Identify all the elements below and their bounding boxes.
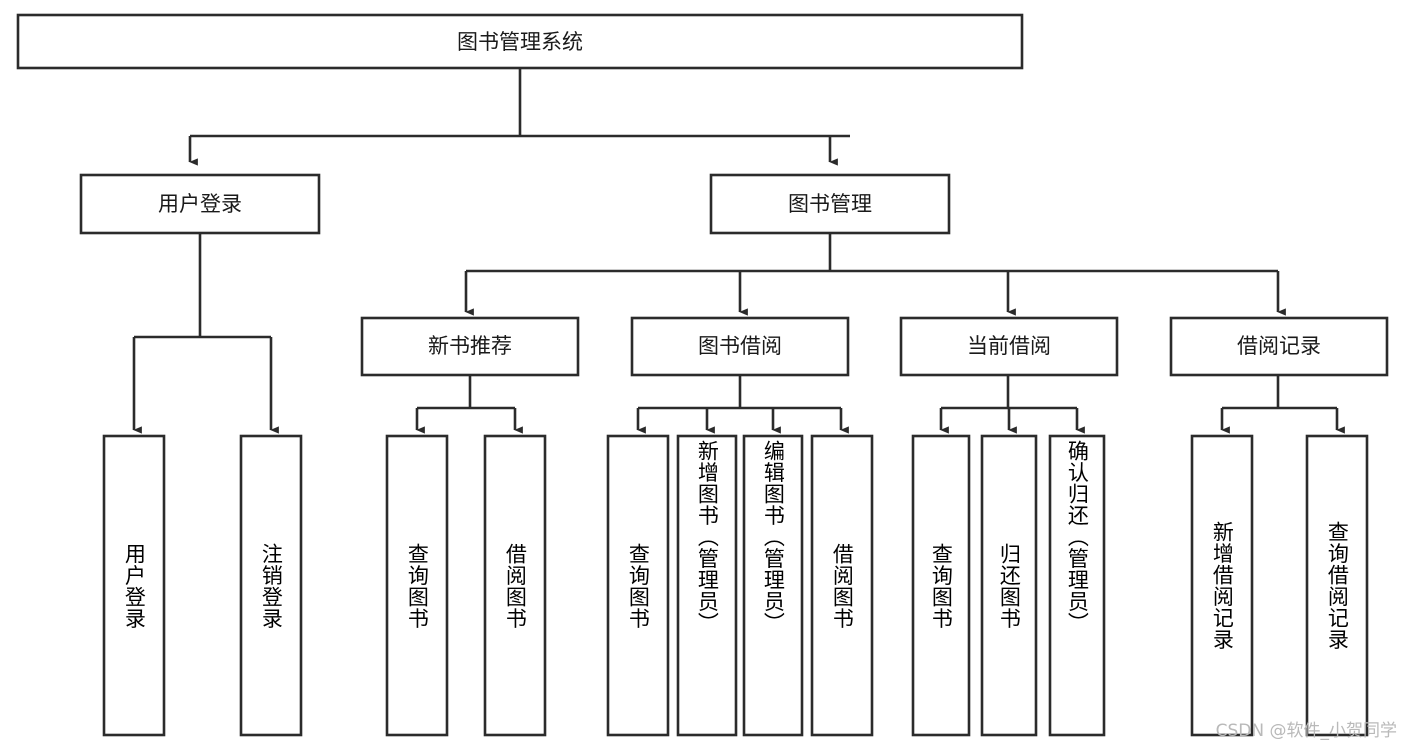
node-book-manage-box[interactable] bbox=[709, 173, 951, 235]
node-borrow-record-box[interactable] bbox=[1169, 316, 1389, 377]
node-root-label: 图书管理系统 bbox=[457, 30, 583, 54]
node-current-borrow[interactable]: 当前借阅 bbox=[899, 316, 1119, 377]
node-borrow-record[interactable]: 借阅记录 bbox=[1169, 316, 1389, 377]
connector-group-book-borrow bbox=[636, 375, 849, 434]
connector-group-book-manage bbox=[464, 233, 1286, 316]
node-book-borrow-label: 图书借阅 bbox=[698, 334, 782, 358]
leaf-box-book-borrow-2[interactable] bbox=[742, 434, 804, 737]
leaf-box-user-login-0[interactable] bbox=[102, 434, 166, 737]
node-book-manage[interactable]: 图书管理 bbox=[709, 173, 951, 235]
leaf-box-user-login-1[interactable] bbox=[239, 434, 303, 737]
leaf-box-current-borrow-1[interactable] bbox=[980, 434, 1038, 737]
node-user-login-box[interactable] bbox=[79, 173, 321, 235]
node-borrow-record-label: 借阅记录 bbox=[1237, 334, 1321, 358]
leaf-box-borrow-record-0[interactable] bbox=[1190, 434, 1254, 737]
node-book-manage-label: 图书管理 bbox=[788, 192, 872, 216]
leaf-box-new-book-0[interactable] bbox=[385, 434, 449, 737]
node-new-book-recommend-label: 新书推荐 bbox=[428, 334, 512, 358]
connector-group-user-login bbox=[132, 233, 279, 434]
node-book-borrow-box[interactable] bbox=[630, 316, 850, 377]
leaf-box-book-borrow-3[interactable] bbox=[810, 434, 874, 737]
leaf-box-book-borrow-1[interactable] bbox=[676, 434, 738, 737]
watermark-text: CSDN @软件_小贺同学 bbox=[1215, 721, 1397, 741]
leaf-box-book-borrow-0[interactable] bbox=[606, 434, 670, 737]
connector-group-new-book bbox=[415, 375, 523, 434]
node-current-borrow-label: 当前借阅 bbox=[967, 334, 1051, 358]
connector-group-borrow-record bbox=[1220, 375, 1345, 434]
node-root[interactable]: 图书管理系统 bbox=[16, 13, 1024, 70]
node-new-book-recommend[interactable]: 新书推荐 bbox=[360, 316, 580, 377]
node-root-box[interactable] bbox=[16, 13, 1024, 70]
node-new-book-recommend-box[interactable] bbox=[360, 316, 580, 377]
node-user-login[interactable]: 用户登录 bbox=[79, 173, 321, 235]
connector-group-root bbox=[188, 68, 850, 166]
connector-group-current-borrow bbox=[939, 375, 1085, 434]
node-current-borrow-box[interactable] bbox=[899, 316, 1119, 377]
leaf-box-borrow-record-1[interactable] bbox=[1305, 434, 1369, 737]
leaf-box-new-book-1[interactable] bbox=[483, 434, 547, 737]
node-book-borrow[interactable]: 图书借阅 bbox=[630, 316, 850, 377]
leaf-box-current-borrow-0[interactable] bbox=[911, 434, 971, 737]
leaf-box-current-borrow-2[interactable] bbox=[1048, 434, 1106, 737]
node-user-login-label: 用户登录 bbox=[158, 192, 242, 216]
